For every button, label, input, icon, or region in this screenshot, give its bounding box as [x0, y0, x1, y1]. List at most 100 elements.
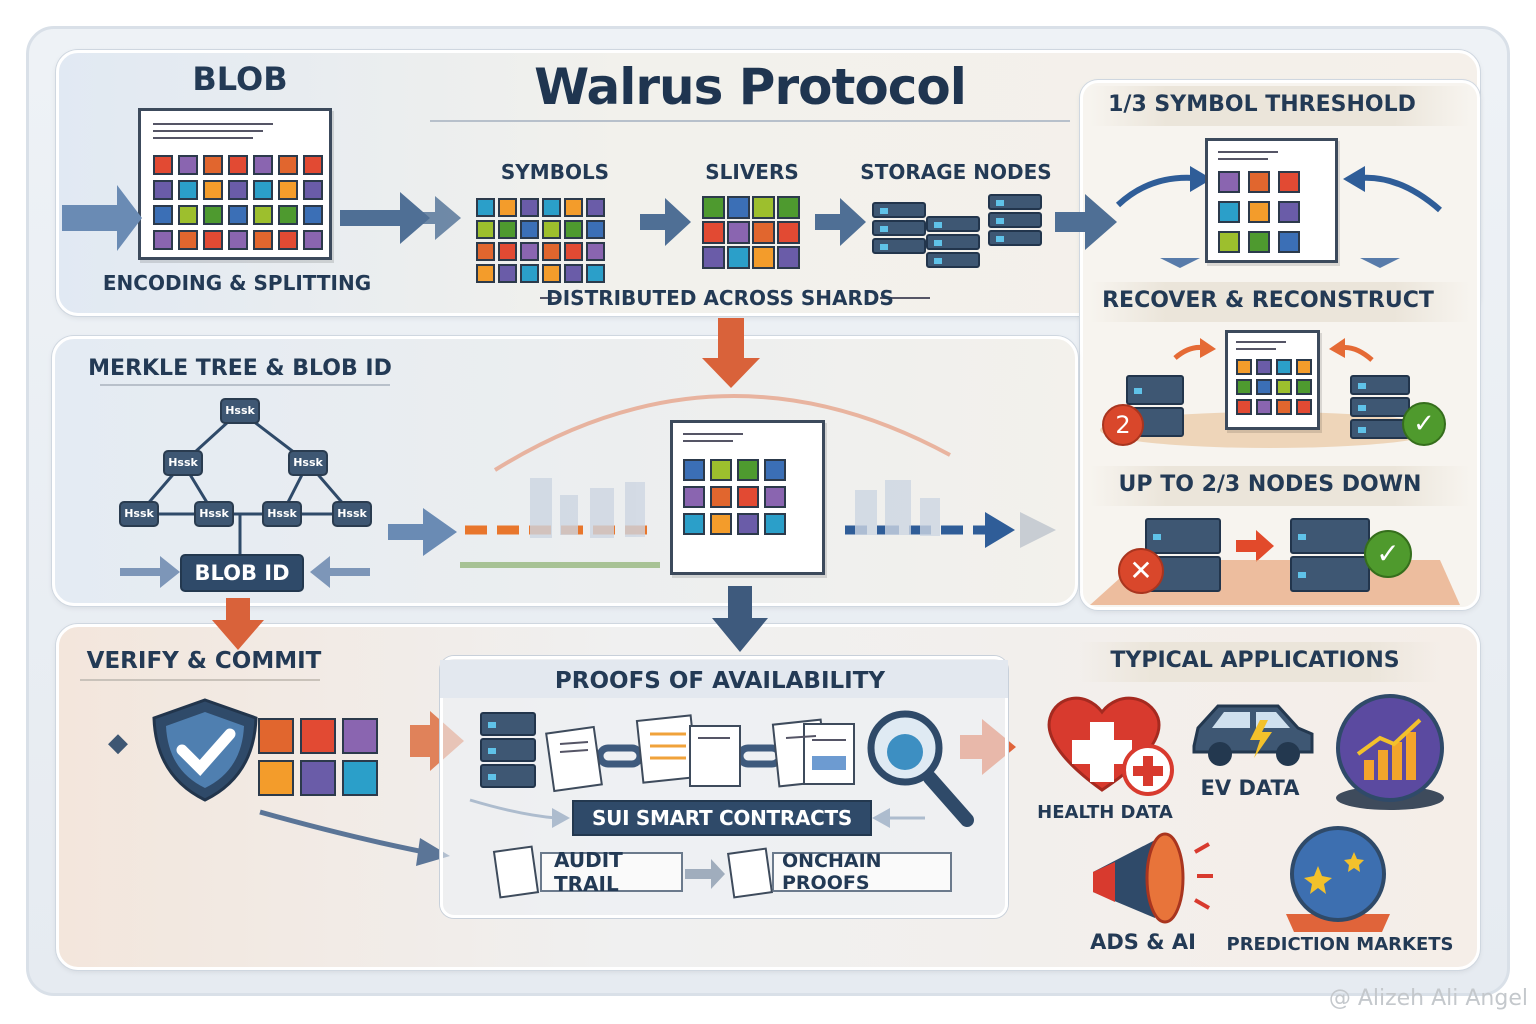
symbol-block — [203, 205, 223, 225]
committed-blocks — [258, 718, 408, 796]
storage-node-icon — [872, 202, 928, 258]
arrow-slivers-to-nodes — [815, 198, 866, 246]
symbol-block — [1296, 359, 1312, 375]
symbol-block — [702, 196, 725, 219]
server-light — [1153, 534, 1161, 540]
slivers-grid — [702, 196, 804, 272]
symbol-block — [498, 220, 517, 239]
server-unit — [872, 202, 926, 218]
merkle-heading: MERKLE TREE & BLOB ID — [88, 356, 392, 381]
server-unit — [988, 212, 1042, 228]
ev-data-label: EV DATA — [1200, 776, 1300, 800]
symbol-block — [702, 246, 725, 269]
symbol-block — [586, 264, 605, 283]
symbol-block — [1218, 201, 1240, 223]
server-light — [934, 222, 942, 228]
blob-heading: BLOB — [192, 60, 288, 98]
symbol-block — [342, 760, 378, 796]
arrow-blob-to-symbols — [340, 192, 461, 244]
server-unit — [1290, 556, 1370, 592]
curve-arrow-line — [259, 809, 441, 858]
symbol-block — [1248, 231, 1270, 253]
symbol-block — [253, 155, 273, 175]
symbol-block — [178, 155, 198, 175]
symbol-block — [564, 220, 583, 239]
symbol-block — [178, 205, 198, 225]
symbol-block — [498, 264, 517, 283]
symbol-block — [153, 180, 173, 200]
arrow-merkle-to-center — [388, 508, 457, 556]
symbol-block — [737, 513, 759, 535]
blob-caption: ENCODING & SPLITTING — [102, 271, 372, 295]
symbol-block — [520, 242, 539, 261]
symbol-block — [1296, 399, 1312, 415]
symbol-block — [1276, 399, 1292, 415]
symbols-grid — [476, 198, 636, 283]
hash-node: Hssk — [262, 501, 302, 527]
symbol-block — [1278, 171, 1300, 193]
symbol-block — [278, 205, 298, 225]
symbol-block — [303, 230, 323, 250]
symbol-block — [752, 196, 775, 219]
symbol-block — [258, 718, 294, 754]
symbol-block — [683, 459, 705, 481]
symbol-block — [542, 264, 561, 283]
server-light — [880, 226, 888, 232]
curve-arrow-head — [416, 838, 450, 866]
symbol-block — [476, 220, 495, 239]
server-unit — [480, 738, 536, 762]
symbol-block — [727, 196, 750, 219]
symbol-block — [520, 198, 539, 217]
symbol-block — [586, 220, 605, 239]
text-line — [153, 130, 263, 132]
server-unit — [1350, 375, 1410, 395]
server-light — [488, 748, 496, 754]
symbol-block — [228, 155, 248, 175]
server-unit — [480, 712, 536, 736]
symbol-block — [777, 246, 800, 269]
symbol-block — [153, 205, 173, 225]
text-line — [1218, 158, 1268, 160]
symbol-block — [1276, 359, 1292, 375]
arrow-verify-to-proofs — [410, 711, 464, 771]
server-light — [996, 200, 1004, 206]
storage-node-icon — [926, 216, 982, 272]
arrow-nodes-to-threshold — [1055, 194, 1117, 250]
audit-trail-box: AUDIT TRAIL — [540, 848, 683, 896]
symbol-block — [727, 221, 750, 244]
symbol-block — [702, 221, 725, 244]
text-line — [1236, 348, 1276, 350]
symbol-block — [586, 198, 605, 217]
x-icon: ✕ — [1118, 548, 1164, 594]
symbol-block — [564, 198, 583, 217]
text-line — [153, 123, 273, 125]
nodes-down-arrow — [1236, 530, 1274, 562]
crystal-ball-chart-icon — [1336, 694, 1444, 810]
server-light — [880, 208, 888, 214]
arrow-down-orange — [702, 318, 760, 388]
health-data-label: HEALTH DATA — [1037, 802, 1173, 823]
symbol-block — [253, 230, 273, 250]
shield-check-icon — [152, 698, 258, 802]
hash-node: Hssk — [119, 501, 159, 527]
hash-node: Hssk — [163, 450, 203, 476]
nodes-down-label: UP TO 2/3 NODES DOWN — [1118, 472, 1422, 497]
symbol-block — [476, 198, 495, 217]
hash-node-root: Hssk — [220, 398, 260, 424]
text-line — [1218, 151, 1278, 153]
storage-nodes-icon — [872, 190, 1047, 280]
page-title: Walrus Protocol — [534, 58, 967, 116]
crystal-ball-stars-icon — [1286, 826, 1390, 932]
magnifier-icon — [867, 710, 974, 827]
symbol-block — [178, 230, 198, 250]
symbol-block — [752, 221, 775, 244]
server-light — [1298, 534, 1306, 540]
symbol-block — [542, 242, 561, 261]
dashed-blue-line — [845, 512, 1056, 548]
server-unit — [1145, 518, 1221, 554]
symbol-block — [564, 264, 583, 283]
arrow-down-to-proofs — [712, 586, 768, 652]
symbol-block — [178, 180, 198, 200]
symbol-block — [542, 220, 561, 239]
recover-band — [1090, 282, 1470, 322]
